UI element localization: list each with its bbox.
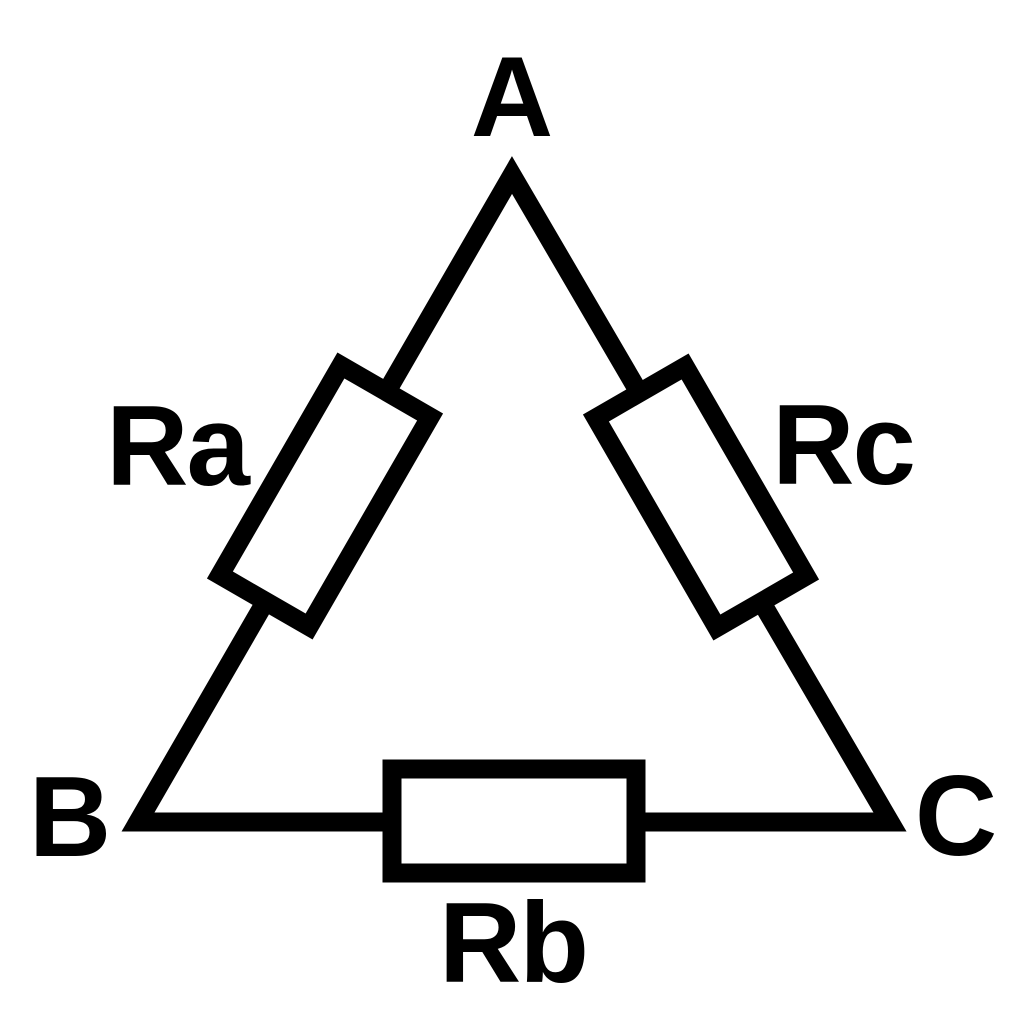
resistor-ra-body [206, 352, 444, 640]
resistor-label-ra: Ra [106, 383, 250, 510]
node-label-a: A [470, 34, 553, 161]
node-label-c: C [914, 753, 997, 880]
resistor-rc-body [582, 353, 820, 641]
resistor-label-rb: Rb [439, 880, 589, 1007]
node-label-b: B [28, 754, 111, 881]
resistor-label-rc: Rc [772, 382, 916, 509]
resistor-rb-body [382, 759, 646, 883]
